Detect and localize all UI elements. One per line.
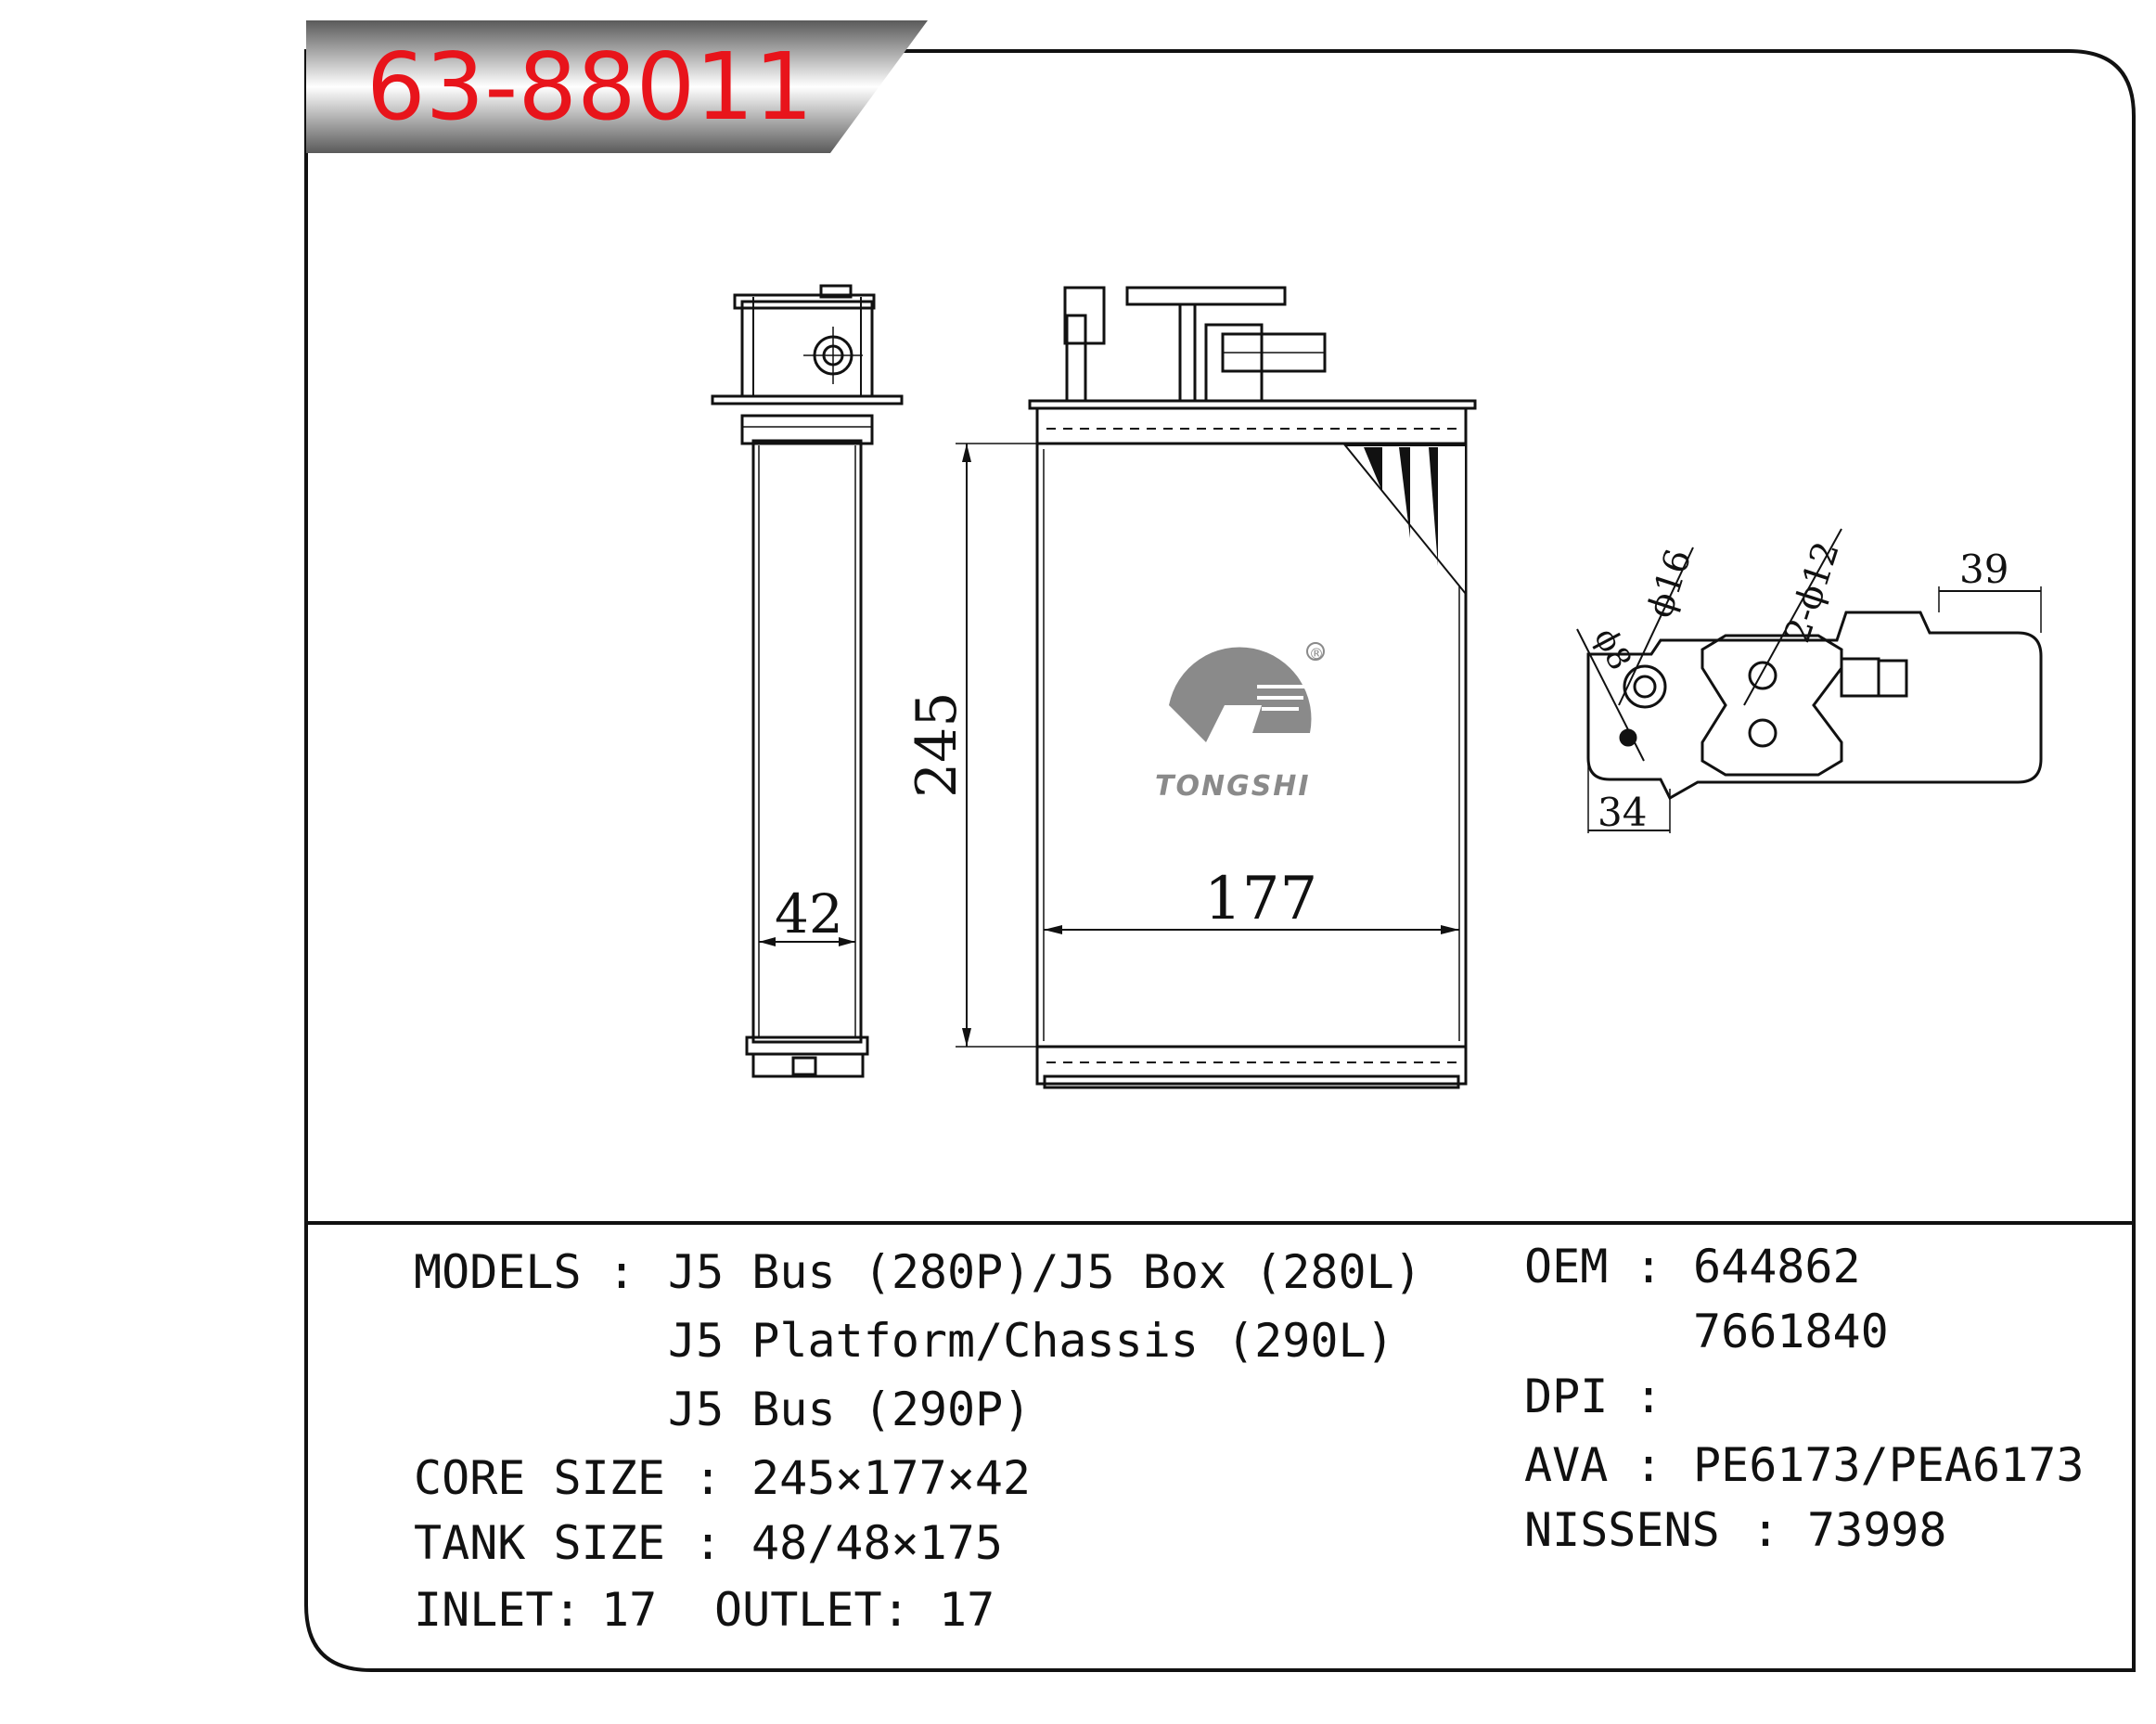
nissens-label: NISSENS [1524, 1503, 1720, 1557]
oem-value-2: 7661840 [1693, 1305, 1889, 1358]
side-view [711, 284, 904, 1078]
part-number: 63-88011 [366, 32, 813, 141]
models-line-1: J5 Bus (280P)/J5 Box (280L) [668, 1245, 1422, 1299]
hole-8-label: ϕ8 [1586, 622, 1638, 675]
inlet-label: INLET: [414, 1583, 582, 1637]
outlet-label: OUTLET: [714, 1583, 910, 1637]
oem-sep: : [1635, 1240, 1662, 1293]
hole-16-label: ϕ16 [1639, 545, 1700, 623]
ava-value: PE6173/PEA6173 [1693, 1438, 2084, 1492]
part-number-tab: 63-88011 [306, 20, 928, 153]
models-line-2: J5 Platform/Chassis (290L) [668, 1314, 1394, 1368]
tank-size-sep: : [694, 1516, 722, 1570]
core-size-sep: : [694, 1451, 722, 1505]
connector-view [1586, 586, 2043, 833]
fin-cutaway [1342, 444, 1467, 597]
core-size-value: 245×177×42 [751, 1451, 1031, 1505]
dimension-front-height: 245 [905, 443, 1037, 1048]
core-size-label: CORE SIZE [414, 1451, 665, 1505]
inlet-value: 17 [601, 1583, 657, 1637]
holes-12-label: 2-ϕ12 [1777, 536, 1847, 647]
outlet-value: 17 [939, 1583, 995, 1637]
dimension-front-width: 177 [1044, 865, 1459, 934]
dpi-sep: : [1635, 1370, 1662, 1423]
connector-leaders [1576, 528, 2041, 831]
dimension-side-width: 42 [759, 882, 855, 946]
ava-label: AVA [1524, 1438, 1608, 1492]
dpi-label: DPI [1524, 1370, 1608, 1423]
models-line-3: J5 Bus (290P) [668, 1383, 1031, 1436]
tank-size-label: TANK SIZE [414, 1516, 665, 1570]
oem-label: OEM [1524, 1240, 1608, 1293]
offset-34-label: 34 [1598, 790, 1647, 835]
spec-block: MODELS : J5 Bus (280P)/J5 Box (280L) J5 … [414, 1240, 2084, 1637]
sheet-border [304, 49, 2136, 1672]
dimension-245: 245 [905, 691, 969, 798]
tongshi-logo: ® TONGSHI [1155, 642, 1325, 803]
tank-size-value: 48/48×175 [751, 1516, 1003, 1570]
nissens-sep: : [1752, 1503, 1779, 1557]
registered-mark: ® [1309, 645, 1324, 663]
front-view [1028, 286, 1477, 1089]
nissens-value: 73998 [1807, 1503, 1947, 1557]
ava-sep: : [1635, 1438, 1662, 1492]
oem-value-1: 644862 [1693, 1240, 1861, 1293]
models-label: MODELS [414, 1245, 582, 1299]
dimension-42: 42 [775, 882, 843, 946]
models-sep: : [608, 1245, 635, 1299]
dimension-177: 177 [1204, 865, 1317, 933]
brand-name: TONGSHI [1155, 770, 1311, 803]
offset-39-label: 39 [1959, 547, 2008, 592]
